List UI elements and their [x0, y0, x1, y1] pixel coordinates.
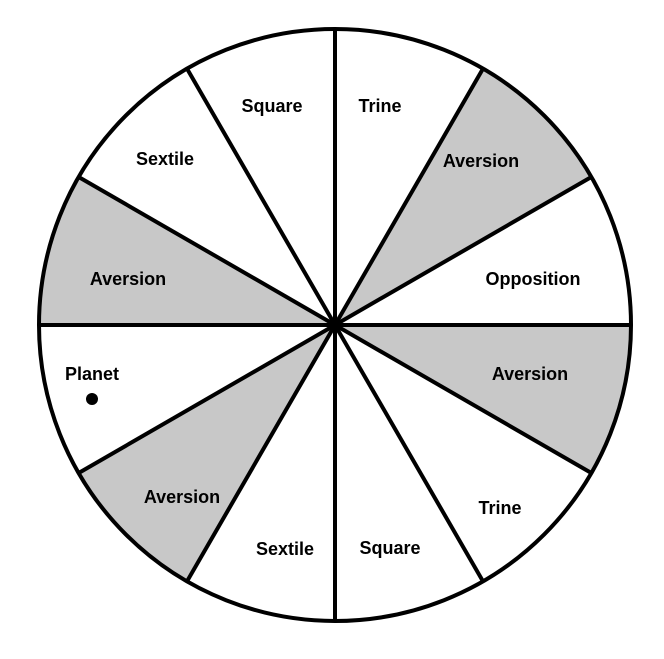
- sector-aversion-east-lower-label: Aversion: [492, 364, 568, 384]
- divider-lines: [39, 29, 631, 621]
- divider-line: [333, 175, 593, 327]
- sector-sextile-upper: [78, 68, 335, 325]
- sector-aversion-west-upper: [39, 177, 335, 325]
- sector-aversion-west-upper-label: Aversion: [90, 269, 166, 289]
- outer-circle: [37, 27, 633, 623]
- sector-square-upper-label: Square: [241, 96, 302, 116]
- sector-planet: [39, 325, 335, 473]
- divider-line: [333, 323, 485, 583]
- sector-square-upper: [187, 29, 335, 325]
- sector-opposition-label: Opposition: [486, 269, 581, 289]
- labels-layer: OppositionAversionTrineSquareSextileAver…: [65, 96, 581, 559]
- sector-sextile-upper-label: Sextile: [136, 149, 194, 169]
- sector-aversion-east-upper: [335, 68, 592, 325]
- divider-line: [185, 67, 337, 326]
- sector-sextile-lower: [187, 325, 335, 621]
- sector-sextile-lower-label: Sextile: [256, 539, 314, 559]
- divider-line: [333, 67, 485, 326]
- divider-line: [77, 323, 336, 475]
- sector-trine-lower-label: Trine: [478, 498, 521, 518]
- divider-line: [333, 323, 593, 475]
- sector-square-lower-label: Square: [359, 538, 420, 558]
- divider-line: [185, 323, 337, 583]
- sector-square-lower: [335, 325, 483, 621]
- sector-opposition: [335, 177, 631, 325]
- sector-planet-label: Planet: [65, 364, 119, 384]
- divider-line: [77, 175, 336, 327]
- sector-aversion-west-lower-label: Aversion: [144, 487, 220, 507]
- sector-trine-lower: [335, 325, 592, 582]
- sector-aversion-east-lower: [335, 325, 631, 473]
- sector-aversion-west-lower: [78, 325, 335, 582]
- planet-dot-icon: [86, 393, 98, 405]
- sector-aversion-east-upper-label: Aversion: [443, 151, 519, 171]
- sectors-layer: [39, 29, 631, 621]
- sector-trine-upper-label: Trine: [358, 96, 401, 116]
- sector-trine-upper: [335, 29, 483, 325]
